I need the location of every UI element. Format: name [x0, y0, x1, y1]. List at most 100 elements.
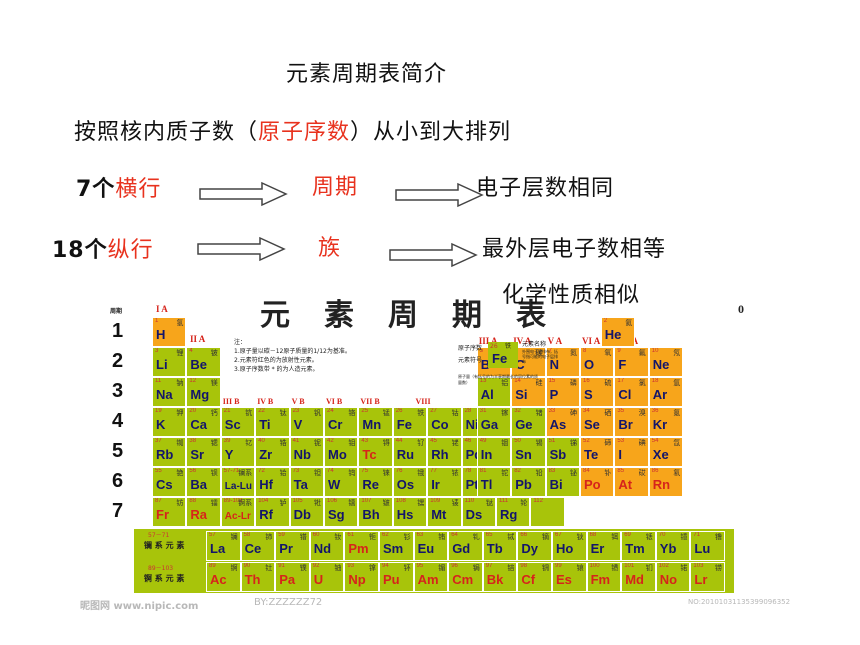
- element-symbol: Be: [190, 357, 208, 372]
- element-name: 𬭛: [382, 500, 390, 507]
- element-name: 钔: [645, 565, 653, 572]
- atomic-number: 22: [258, 408, 265, 414]
- element-symbol: La: [210, 541, 226, 556]
- atomic-number: 93: [347, 563, 355, 569]
- atomic-number: 109: [430, 498, 441, 504]
- element-symbol: Nb: [293, 447, 311, 462]
- atomic-number: 16: [583, 378, 590, 384]
- atomic-number: 36: [651, 408, 659, 414]
- atomic-number: 20: [189, 408, 197, 414]
- atomic-number: 111: [499, 498, 509, 504]
- element-symbol: Sm: [383, 541, 404, 556]
- element-name: 钽: [313, 470, 321, 477]
- element-symbol: C: [515, 357, 525, 372]
- atomic-number: 55: [155, 468, 162, 474]
- atomic-number: 77: [430, 468, 437, 474]
- atomic-number: 56: [189, 468, 197, 474]
- groups-result: 最外层电子数相等: [482, 237, 667, 262]
- period-number: 2: [112, 350, 124, 372]
- atomic-number: 85: [617, 468, 625, 474]
- element-symbol: Cm: [452, 572, 474, 587]
- atomic-number: 49: [479, 438, 487, 444]
- element-symbol: Br: [618, 417, 633, 432]
- atomic-number: 19: [155, 408, 162, 414]
- atomic-number: 26: [395, 408, 403, 414]
- lanthanide-label: 镧 系 元 素: [144, 541, 185, 550]
- atomic-number: 57: [209, 532, 216, 538]
- atomic-number: 50: [514, 438, 521, 444]
- atomic-number: 98: [520, 563, 528, 569]
- element-name: 碘: [638, 440, 646, 447]
- element-symbol: I: [618, 447, 623, 462]
- atomic-number: 28: [464, 408, 472, 414]
- group-label: IV A: [513, 336, 532, 346]
- atomic-number: 58: [243, 532, 251, 538]
- element-name: 钨: [348, 470, 356, 477]
- atomic-number: 74: [327, 468, 334, 474]
- period-number: 7: [112, 500, 124, 522]
- element-name: 镱: [680, 534, 688, 541]
- watermark-right: NO:20101031135399096352: [688, 598, 791, 606]
- element-symbol: Er: [590, 541, 605, 556]
- element-name: 钆: [472, 534, 480, 541]
- element-symbol: Hf: [259, 477, 273, 492]
- atomic-number: 71: [693, 532, 701, 538]
- atomic-number: 70: [658, 532, 666, 538]
- atomic-number: 25: [361, 408, 369, 414]
- element-name: 钷: [368, 534, 376, 541]
- actinide-range: 89－103: [148, 565, 174, 572]
- element-symbol: Ho: [556, 541, 574, 556]
- legend-sym: Fe: [492, 351, 508, 366]
- element-name: 𫟼: [485, 500, 493, 507]
- atomic-number: 81: [479, 468, 487, 474]
- element-symbol: Db: [293, 507, 311, 522]
- element-name: 钛: [279, 410, 287, 417]
- element-symbol: Nd: [313, 541, 332, 556]
- element-name: 氩: [673, 380, 681, 387]
- watermark-left: 昵图网 www.nipic.com: [80, 601, 199, 612]
- groups-extra: 化学性质相似: [502, 283, 641, 308]
- element-name: 钡: [210, 470, 218, 477]
- element-symbol: Co: [431, 417, 449, 432]
- element-name: 硅: [535, 380, 543, 387]
- element-symbol: Yb: [659, 541, 677, 556]
- element-name: 锕: [230, 565, 238, 572]
- element-name: 氡: [673, 470, 681, 477]
- atomic-number: 61: [347, 532, 355, 538]
- element-name: 砷: [569, 410, 577, 417]
- atomic-number: 31: [479, 408, 487, 414]
- element-symbol: Rf: [259, 507, 273, 522]
- element-name: 钐: [403, 534, 411, 541]
- atomic-number: 112: [533, 498, 543, 504]
- arrow-right-icon: [395, 182, 484, 208]
- atomic-number: 76: [395, 468, 403, 474]
- element-name: 镄: [611, 565, 619, 572]
- element-name: 镝: [541, 534, 549, 541]
- element-name: 铥: [645, 534, 653, 541]
